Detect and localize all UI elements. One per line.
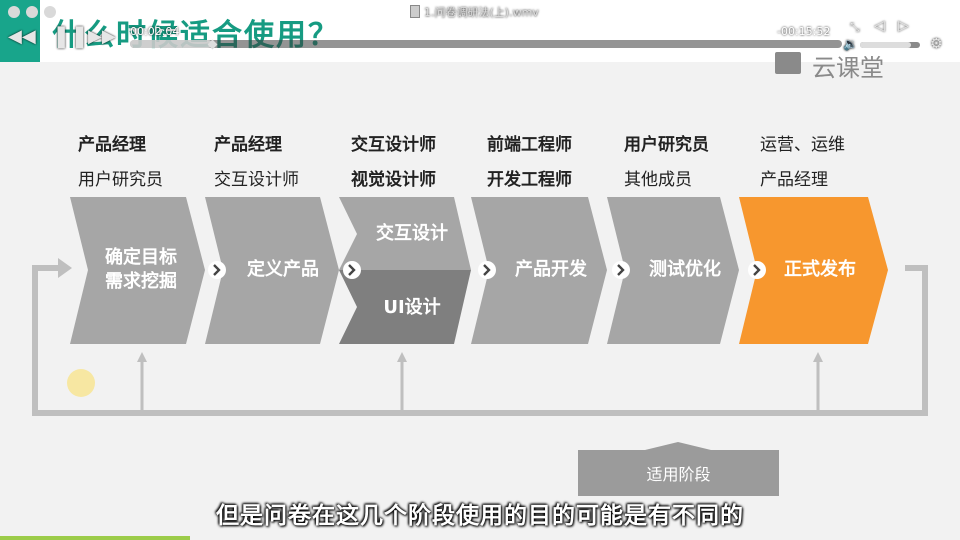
stage-develop-label: 产品开发 (515, 259, 587, 280)
window-zoom-button[interactable] (44, 6, 56, 18)
role-primary-2: 产品经理 (214, 135, 282, 155)
subtitle-caption: 但是问卷在这几个阶段使用的目的可能是有不同的 (216, 503, 744, 529)
watermark-logo-icon (775, 52, 801, 74)
usage-arrowhead-3-icon (813, 352, 823, 362)
stage-goal-label: 确定目标 需求挖掘 (105, 247, 177, 292)
connector-5-icon (748, 261, 766, 279)
remaining-time: -00:15:52 (777, 25, 831, 38)
file-icon (410, 5, 420, 18)
volume-slider[interactable] (860, 42, 920, 48)
role-secondary-4: 开发工程师 (487, 170, 572, 190)
usage-stage-box: 适用阶段 (578, 450, 779, 496)
role-primary-4: 前端工程师 (487, 135, 572, 155)
stage-test-label: 测试优化 (649, 259, 721, 280)
connector-2-icon (343, 261, 361, 279)
stage-ui-label: UI设计 (383, 297, 441, 318)
bottom-accent-line (0, 536, 190, 540)
role-primary-1: 产品经理 (78, 135, 146, 155)
seek-bar[interactable] (130, 40, 842, 48)
connector-4-icon (612, 261, 630, 279)
stage-develop-shape (471, 197, 607, 344)
role-primary-6: 运营、运维 (760, 135, 845, 155)
role-secondary-5: 其他成员 (624, 170, 692, 190)
stage-interaction-label: 交互设计 (376, 223, 448, 244)
fast-forward-button[interactable]: ▶▶ (88, 26, 116, 47)
stage-goal-shape (70, 197, 205, 344)
stage-release-label: 正式发布 (784, 259, 856, 280)
cursor-highlight (67, 369, 95, 397)
role-secondary-2: 交互设计师 (214, 170, 299, 190)
loop-arrowhead-icon (58, 258, 72, 278)
seek-bar-progress (130, 40, 212, 48)
volume-slider-level (860, 42, 911, 48)
volume-icon[interactable]: 🔉 (843, 37, 858, 51)
stage-release-shape (739, 197, 888, 344)
role-primary-3: 交互设计师 (351, 135, 436, 155)
video-filename: 1.问卷调研法(上).wmv (424, 6, 539, 19)
player-controls: 1.问卷调研法(上).wmv ◀◀ ❚❚ ▶▶ 00:02:04 -00:15:… (0, 0, 960, 62)
usage-arrowhead-2-icon (397, 352, 407, 362)
watermark-text: 云课堂 (812, 54, 884, 82)
stage-interaction-shape (339, 197, 471, 270)
stage-ui-shape (339, 270, 471, 344)
connector-3-icon (478, 261, 496, 279)
role-primary-5: 用户研究员 (624, 135, 709, 155)
window-close-button[interactable] (8, 6, 20, 18)
usage-arrowhead-1-icon (137, 352, 147, 362)
stage-test-shape (607, 197, 739, 344)
role-secondary-1: 用户研究员 (78, 170, 163, 190)
role-secondary-3: 视觉设计师 (351, 170, 436, 190)
connector-1-icon (208, 261, 226, 279)
next-button[interactable]: ▷ (898, 18, 909, 34)
stage-define-label: 定义产品 (247, 259, 319, 280)
feedback-loop-line (32, 265, 928, 416)
role-secondary-6: 产品经理 (760, 170, 828, 190)
rewind-button[interactable]: ◀◀ (8, 26, 36, 47)
fullscreen-off-icon[interactable]: ⤡ (850, 20, 860, 34)
window-minimize-button[interactable] (26, 6, 38, 18)
pause-button[interactable]: ❚❚ (52, 24, 89, 49)
stage-define-shape (205, 197, 339, 344)
elapsed-time: 00:02:04 (130, 25, 180, 38)
previous-button[interactable]: ◁ (874, 18, 885, 34)
usage-box-pointer (645, 442, 711, 450)
settings-gear-icon[interactable]: ⚙ (930, 36, 943, 52)
